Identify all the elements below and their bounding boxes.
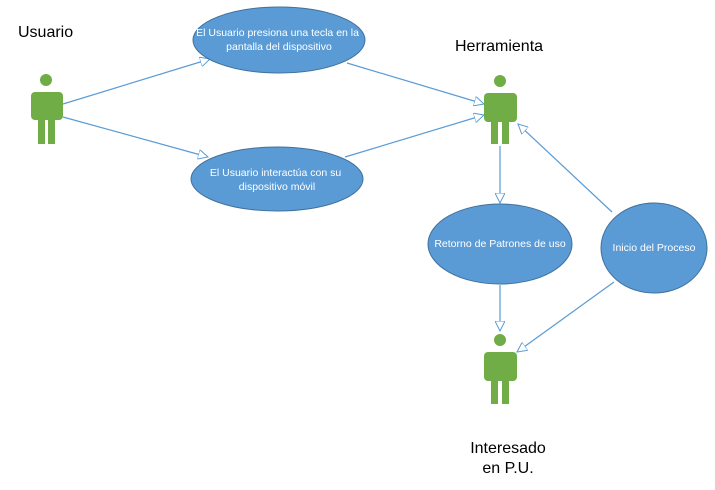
use-case-uc2: El Usuario interactúa con su dispositivo… [190,146,364,212]
actor-interesado-label: Interesado en P.U. [462,439,554,479]
connector-usuario-uc2 [62,116,208,157]
use-case-uc3-line-1: Retorno de Patrones de uso [434,238,565,250]
connector-uc4-herramienta [518,124,613,213]
use-case-uc1-line-2: pantalla del dispositivo [226,41,332,53]
use-case-uc3-text: Retorno de Patrones de uso [434,238,565,250]
use-case-uc1-text: El Usuario presiona una tecla en la pant… [196,27,362,53]
use-case-uc4: Inicio del Proceso [600,202,708,294]
use-case-uc2-text: El Usuario interactúa con su dispositivo… [210,167,344,193]
connector-uc2-herramienta [344,115,484,158]
use-case-uc4-shape [600,202,708,294]
use-case-uc2-line-2: dispositivo móvil [239,181,315,193]
connector-uc4-interesado [517,281,615,352]
use-case-uc4-line-1: Inicio del Proceso [613,242,696,254]
actor-herramienta-icon [484,75,517,144]
use-case-uc1: El Usuario presiona una tecla en la pant… [192,6,366,74]
use-case-uc3: Retorno de Patrones de uso [427,203,573,285]
actor-usuario-label-line-1: Usuario [18,24,74,41]
actor-usuario-icon [31,74,63,144]
actor-herramienta-label: Herramienta [455,37,543,57]
use-case-uc4-text: Inicio del Proceso [613,242,696,254]
use-case-uc1-shape [192,6,366,74]
actor-interesado-label-line-2: en P.U. [482,460,534,477]
use-case-uc2-line-1: El Usuario interactúa con su [210,167,341,179]
connector-uc1-herramienta [346,62,484,104]
connectors [62,59,615,352]
actor-interesado-label-line-1: Interesado [470,440,546,457]
actor-herramienta-label-line-1: Herramienta [455,38,544,55]
use-case-uc1-line-1: El Usuario presiona una tecla en la [196,27,359,39]
use-case-uc3-shape [427,203,573,285]
connector-usuario-uc1 [62,59,210,105]
use-case-uc2-shape [190,146,364,212]
actor-usuario-label: Usuario [18,23,73,43]
actor-interesado-icon [484,334,517,404]
